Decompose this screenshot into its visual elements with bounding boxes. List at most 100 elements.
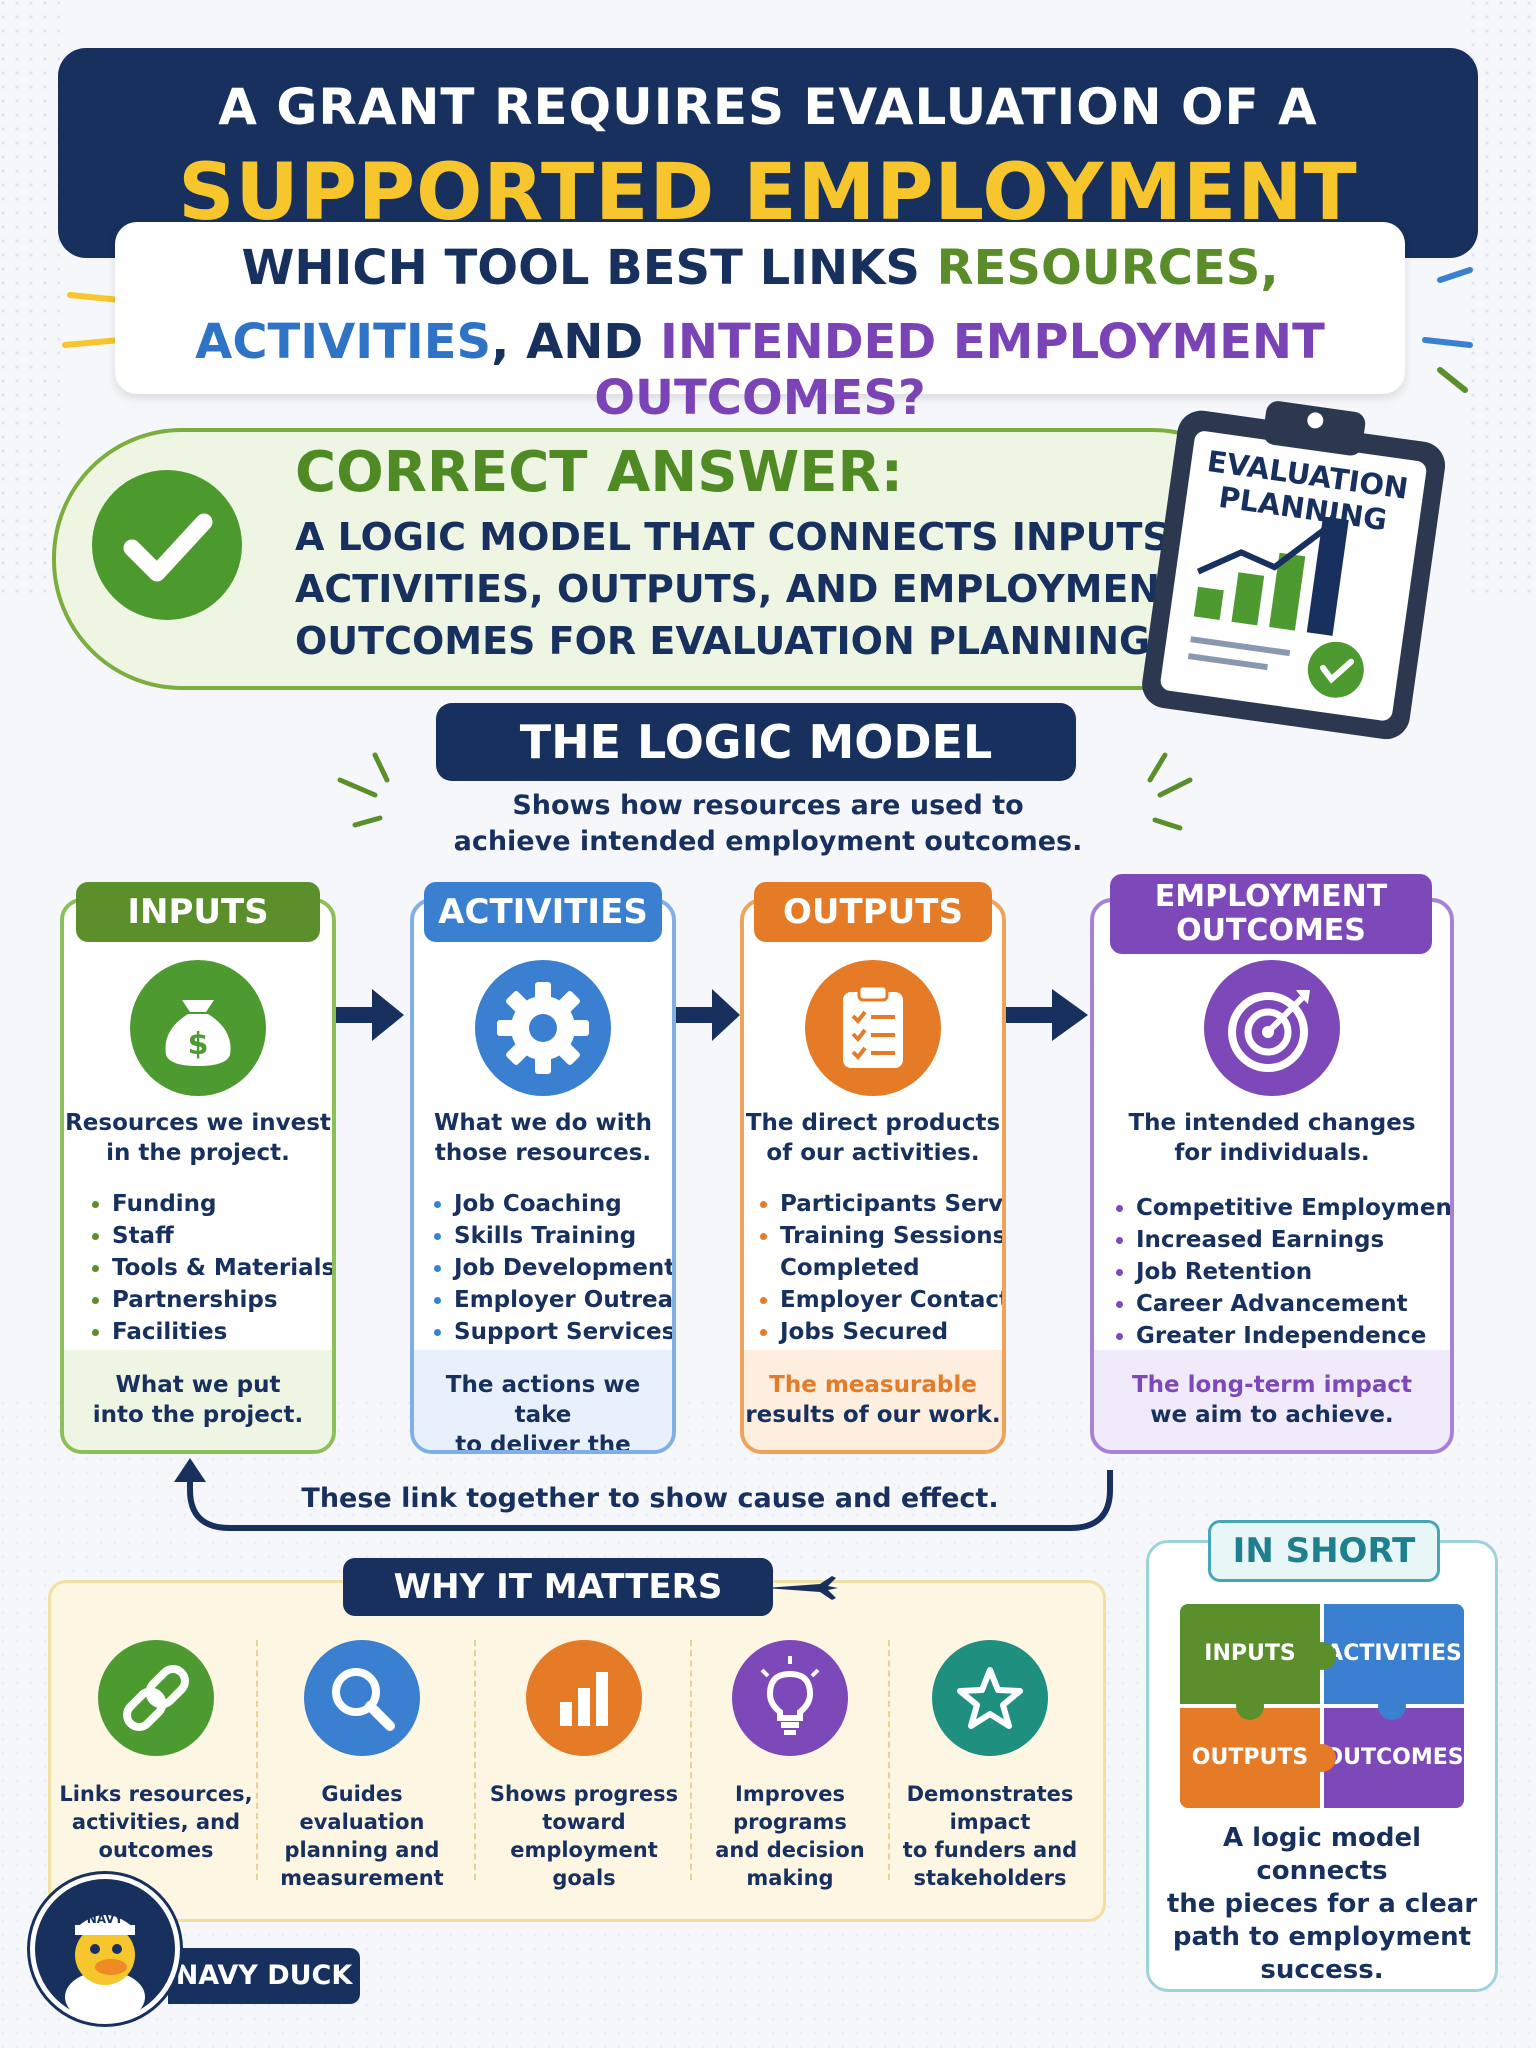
divider (474, 1640, 476, 1880)
question-text: WHICH TOOL BEST LINKS (241, 240, 937, 296)
list-item: Completed (780, 1255, 920, 1281)
target-icon (1204, 960, 1340, 1096)
inputs-column: $ Resources we invest in the project. Fu… (60, 898, 336, 1454)
outputs-header: OUTPUTS (754, 882, 992, 942)
checklist-clipboard-icon (805, 960, 941, 1096)
navy-duck-mascot: NAVY (30, 1874, 180, 2024)
column-description: The direct products of our activities. (744, 1108, 1002, 1168)
description-line: The direct products (745, 1110, 1001, 1136)
footer-line: to deliver the project. (455, 1432, 631, 1454)
puzzle-piece-inputs: INPUTS (1180, 1604, 1320, 1704)
arrow-right-icon (336, 989, 404, 1041)
answer-box (52, 428, 1282, 690)
list-item: Skills Training (434, 1220, 662, 1252)
text-line: the pieces for a clear (1166, 1889, 1478, 1919)
title-line-1: A GRANT REQUIRES EVALUATION OF A (218, 78, 1318, 136)
why-item-text: Improves programs and decision making (690, 1780, 890, 1892)
logic-model-title: THE LOGIC MODEL (436, 703, 1076, 781)
outcomes-header: EMPLOYMENT OUTCOMES (1110, 874, 1432, 954)
divider (256, 1640, 258, 1880)
text-line: measurement (280, 1866, 444, 1890)
why-item-text: Shows progress toward employment goals (484, 1780, 684, 1892)
why-item-links: Links resources, activities, and outcome… (56, 1640, 256, 1864)
question-highlight-outcomes: INTENDED EMPLOYMENT OUTCOMES? (594, 314, 1325, 426)
column-footer: The long-term impact we aim to achieve. (1094, 1350, 1450, 1450)
text-line: planning and (284, 1838, 440, 1862)
airplane-icon (765, 1576, 838, 1600)
text-line: path to employment (1172, 1922, 1472, 1952)
text-line: Links resources, (59, 1782, 253, 1806)
divider (888, 1640, 890, 1880)
in-short-title: IN SHORT (1208, 1520, 1440, 1582)
list-item: Support Services (434, 1316, 672, 1348)
header-line: EMPLOYMENT (1154, 879, 1388, 914)
question-line-2: ACTIVITIES, AND INTENDED EMPLOYMENT OUTC… (115, 314, 1405, 426)
list-item: Increased Earnings (1116, 1224, 1440, 1256)
description-line: for individuals. (1174, 1140, 1370, 1166)
answer-text-line: A LOGIC MODEL THAT CONNECTS INPUTS, (295, 515, 1185, 559)
text-line: Demonstrates impact (906, 1782, 1074, 1834)
feedback-loop-arrow (174, 1458, 1113, 1531)
logic-model-subtitle: Shows how resources are used to achieve … (0, 788, 1536, 860)
list-item: Competitive Employment (1116, 1192, 1450, 1224)
column-description: What we do with those resources. (414, 1108, 672, 1168)
activities-header: ACTIVITIES (424, 882, 662, 942)
footer-line: What we put (115, 1372, 281, 1398)
list-item: Jobs Secured (760, 1316, 992, 1348)
star-icon (932, 1640, 1048, 1756)
inputs-list: Funding Staff Tools & Materials Partners… (92, 1188, 332, 1348)
in-short-text: A logic model connects the pieces for a … (1160, 1822, 1484, 1987)
question-line-1: WHICH TOOL BEST LINKS RESOURCES, (115, 240, 1405, 296)
text-line: Guides evaluation (299, 1782, 425, 1834)
footer-line: The long-term impact (1131, 1372, 1413, 1398)
arrow-right-icon (1006, 989, 1088, 1041)
gear-icon (475, 960, 611, 1096)
description-line: Resources we invest (65, 1110, 331, 1136)
outputs-column: The direct products of our activities. P… (740, 898, 1006, 1454)
text-line: Improves programs (733, 1782, 847, 1834)
text-line: A logic model connects (1222, 1823, 1422, 1886)
column-description: The intended changes for individuals. (1094, 1108, 1450, 1168)
list-item: Career Advancement (1116, 1288, 1440, 1320)
answer-text-line: ACTIVITIES, OUTPUTS, AND EMPLOYMENT (295, 567, 1187, 611)
footer-line: into the project. (92, 1402, 304, 1428)
question-highlight-resources: RESOURCES, (936, 240, 1279, 296)
header-line: OUTCOMES (1176, 913, 1366, 948)
text-line: goals (552, 1866, 616, 1890)
footer-line: we aim to achieve. (1150, 1402, 1394, 1428)
question-text: , AND (491, 314, 660, 370)
checkmark-icon (92, 470, 242, 620)
description-line: What we do with (434, 1110, 652, 1136)
puzzle-knobs (1236, 1642, 1406, 1772)
outcomes-column: The intended changes for individuals. Co… (1090, 898, 1454, 1454)
why-item-demonstrates: Demonstrates impact to funders and stake… (890, 1640, 1090, 1892)
column-description: Resources we invest in the project. (64, 1108, 332, 1168)
description-line: those resources. (434, 1140, 652, 1166)
sparkle-decoration (1147, 752, 1193, 831)
activities-column: What we do with those resources. Job Coa… (410, 898, 676, 1454)
mascot-label: NAVY DUCK (168, 1948, 360, 2004)
column-footer: What we put into the project. (64, 1350, 332, 1450)
bar-chart-icon (526, 1640, 642, 1756)
why-it-matters-title: WHY IT MATTERS (343, 1558, 773, 1616)
subtitle-line: achieve intended employment outcomes. (453, 826, 1083, 857)
list-item: Job Coaching (434, 1188, 662, 1220)
money-bag-icon: $ (130, 960, 266, 1096)
question-card: WHICH TOOL BEST LINKS RESOURCES, ACTIVIT… (115, 222, 1405, 426)
text-line: outcomes (98, 1838, 214, 1862)
arrow-right-icon (676, 989, 740, 1041)
mascot-hat-text: NAVY (87, 1912, 124, 1926)
why-item-text: Guides evaluation planning and measureme… (262, 1780, 462, 1892)
svg-text:$: $ (188, 1027, 209, 1062)
subtitle-line: Shows how resources are used to (512, 790, 1024, 821)
list-item: Employer Outreach (434, 1284, 672, 1316)
question-highlight-activities: ACTIVITIES (195, 314, 492, 370)
answer-heading: CORRECT ANSWER: (295, 440, 904, 505)
text-line: and decision (715, 1838, 865, 1862)
description-line: The intended changes (1128, 1110, 1416, 1136)
footer-line: results of our work. (745, 1402, 1001, 1428)
puzzle-piece-outcomes: OUTCOMES (1324, 1708, 1464, 1808)
why-item-text: Links resources, activities, and outcome… (56, 1780, 256, 1864)
list-item: Participants Served (760, 1188, 1002, 1220)
cause-effect-caption: These link together to show cause and ef… (301, 1483, 999, 1514)
